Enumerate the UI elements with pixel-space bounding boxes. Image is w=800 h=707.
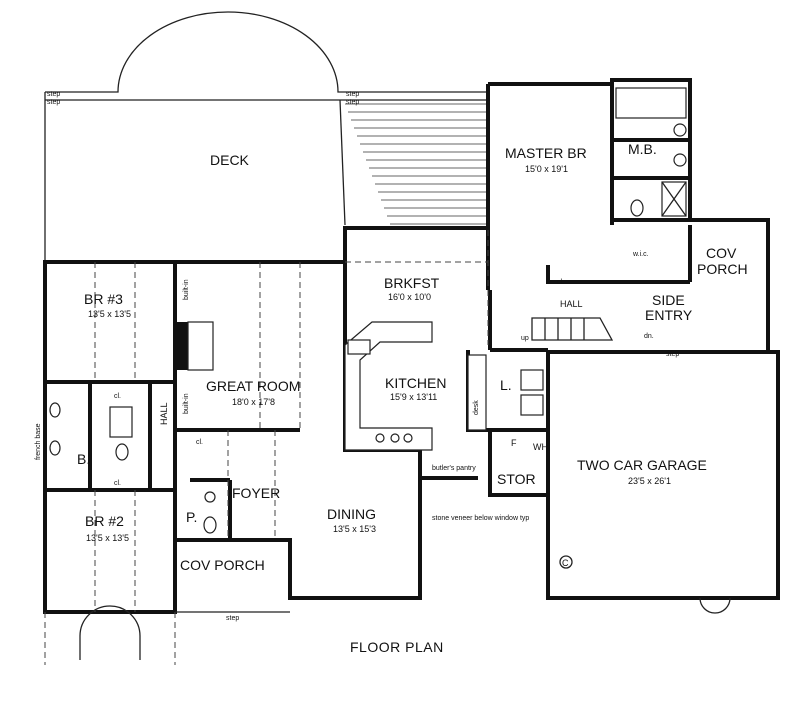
room-size-dining: 13'5 x 15'3 — [333, 524, 376, 534]
plan-title: FLOOR PLAN — [350, 639, 444, 655]
room-label-side-entry-2: ENTRY — [645, 307, 693, 323]
note-step-side: step — [666, 351, 679, 358]
room-label-master-br: MASTER BR — [505, 145, 587, 161]
note-butlers-pantry: butler's pantry — [432, 465, 476, 472]
room-label-hall-left: HALL — [159, 402, 169, 425]
room-label-hall-upper: HALL — [560, 299, 583, 309]
note-c: C — [562, 558, 569, 568]
note-french-base: french base — [35, 423, 42, 460]
note-f: F — [511, 438, 517, 448]
note-step-deck-right-2: step — [346, 99, 359, 106]
dashed-lines — [44, 230, 489, 665]
room-label-dining: DINING — [327, 506, 376, 522]
note-dn: dn. — [644, 333, 654, 340]
room-label-br3: BR #3 — [84, 291, 123, 307]
room-label-kitchen: KITCHEN — [385, 375, 446, 391]
note-closet-bath: cl. — [114, 393, 121, 400]
note-stone-veneer: stone veneer below window typ — [432, 515, 529, 522]
room-label-laundry: L. — [500, 377, 512, 393]
room-label-cov-porch-front: COV PORCH — [180, 557, 265, 573]
room-label-cov-porch-side-2: PORCH — [697, 261, 748, 277]
note-built-in-top: built-in — [183, 279, 190, 300]
room-label-deck: DECK — [210, 152, 250, 168]
note-step-front: step — [226, 615, 239, 622]
deck-area — [44, 11, 488, 265]
room-label-br2: BR #2 — [85, 513, 124, 529]
room-size-br3: 13'5 x 13'5 — [88, 309, 131, 319]
kitchen-counters — [344, 321, 487, 451]
room-label-side-entry: SIDE — [652, 292, 685, 308]
interior-walls — [45, 84, 692, 540]
room-size-master-br: 15'0 x 19'1 — [525, 164, 568, 174]
note-built-in-bottom: built-in — [183, 393, 190, 414]
room-size-kitchen: 15'9 x 13'11 — [390, 392, 437, 402]
room-label-brkfst: BRKFST — [384, 275, 440, 291]
room-label-great-room: GREAT ROOM — [206, 378, 300, 394]
note-up: up — [521, 335, 529, 342]
room-label-powder: P. — [186, 509, 197, 525]
room-label-foyer: FOYER — [232, 485, 280, 501]
note-wh: WH — [533, 442, 548, 452]
room-size-brkfst: 16'0 x 10'0 — [388, 292, 431, 302]
room-label-wic: w.i.c. — [632, 251, 649, 258]
note-closet-hall: cl. — [196, 439, 203, 446]
note-step-deck-right: step — [346, 91, 359, 98]
room-label-garage: TWO CAR GARAGE — [577, 457, 707, 473]
note-closet-br2: cl. — [114, 480, 121, 487]
room-label-cov-porch-side: COV — [706, 245, 737, 261]
room-label-bath: B. — [77, 451, 90, 467]
room-size-br2: 13'5 x 13'5 — [86, 533, 129, 543]
room-label-stor: STOR — [497, 471, 536, 487]
note-desk: desk — [473, 400, 480, 415]
note-closet-hall-upper: cl. — [557, 279, 564, 286]
note-step-deck-left-2: step — [47, 99, 60, 106]
fixtures — [49, 87, 731, 660]
note-step-deck-left: step — [47, 91, 60, 98]
room-size-great-room: 18'0 x 17'8 — [232, 397, 275, 407]
room-size-garage: 23'5 x 26'1 — [628, 476, 671, 486]
room-label-mb: M.B. — [628, 141, 657, 157]
